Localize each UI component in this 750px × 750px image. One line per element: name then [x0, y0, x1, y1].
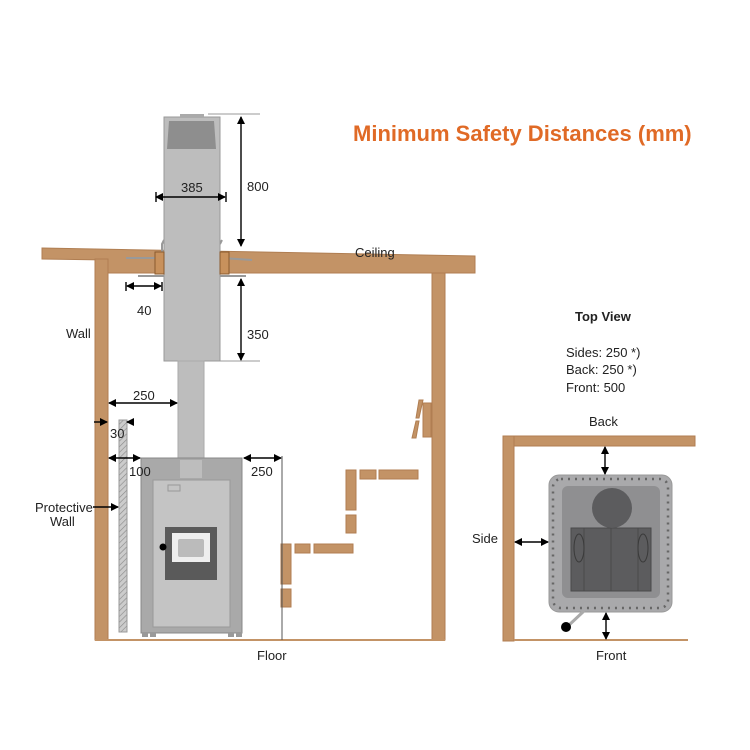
left-wall [94, 258, 109, 641]
right-wall [431, 272, 446, 641]
insulation-left [154, 251, 165, 275]
dim-label-350: 350 [247, 327, 269, 342]
top-view-sides: Sides: 250 *) [566, 345, 640, 360]
heater-collar [180, 460, 202, 478]
top-view-side-wall [502, 435, 515, 642]
top-view-vent-right [637, 533, 649, 563]
sauna-benches [280, 399, 432, 608]
ceiling-label: Ceiling [355, 245, 395, 260]
dim-label-250-wall: 250 [133, 388, 155, 403]
heater-feet [142, 632, 242, 637]
protective-wall-label-1: Protective [35, 500, 93, 515]
top-view-back-wall [502, 435, 696, 447]
top-view-front-label: Front [596, 648, 627, 663]
top-view-back: Back: 250 *) [566, 362, 637, 377]
top-view-back-label: Back [589, 414, 618, 429]
floor-label: Floor [257, 648, 287, 663]
heater-control [167, 484, 181, 492]
roof-flashing-left [126, 239, 165, 259]
top-view: Top View Sides: 250 *) Back: 250 *) Fron… [472, 309, 696, 663]
top-view-handle-arm [566, 609, 586, 628]
dim-label-385: 385 [181, 180, 203, 195]
top-view-flue [592, 488, 632, 528]
dim-label-250-bench: 250 [251, 464, 273, 479]
dim-label-100: 100 [129, 464, 151, 479]
top-view-side-label: Side [472, 531, 498, 546]
flue-pipe [177, 360, 205, 462]
door-handle-icon [159, 543, 167, 551]
top-view-vents [551, 477, 670, 610]
top-view-handle-icon [561, 622, 571, 632]
wall-label: Wall [66, 326, 91, 341]
insulation-right [219, 251, 230, 275]
dim-label-40: 40 [137, 303, 151, 318]
protective-wall-label-2: Wall [50, 514, 75, 529]
dim-label-30: 30 [110, 426, 124, 441]
top-view-front: Front: 500 [566, 380, 625, 395]
top-view-heading: Top View [575, 309, 632, 324]
top-view-vent-left [573, 533, 585, 563]
heater-glass [178, 539, 204, 557]
dim-label-800: 800 [247, 179, 269, 194]
diagram-title: Minimum Safety Distances (mm) [353, 121, 692, 146]
chimney-cap [167, 121, 216, 149]
side-view: 800 385 40 350 250 30 100 250 Ceiling Wa… [35, 113, 476, 663]
chimney [163, 116, 221, 362]
protective-wall [118, 419, 128, 633]
chimney-top [180, 114, 204, 117]
